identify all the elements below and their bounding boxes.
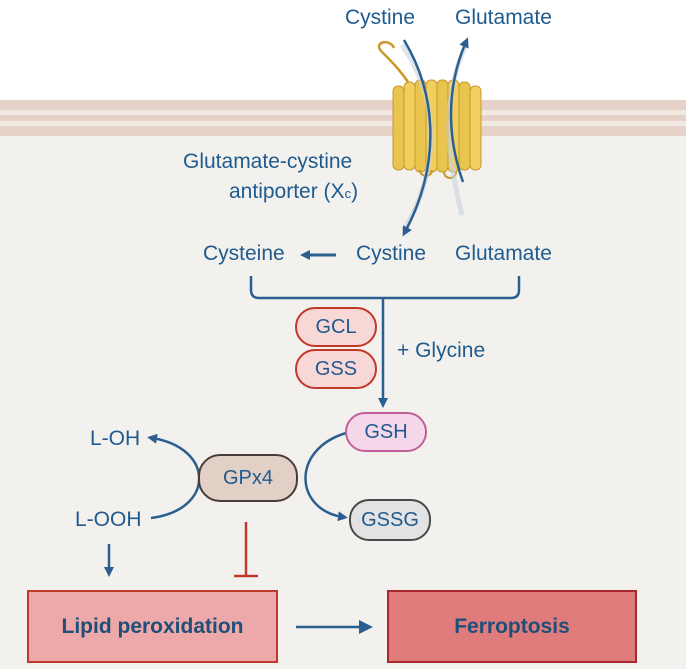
cysteine-label: Cysteine <box>203 242 285 265</box>
cystine-intracellular-label: Cystine <box>356 242 427 265</box>
gsh-oxidation-arrow <box>304 431 348 522</box>
glutamate-intracellular-label: Glutamate <box>455 242 552 265</box>
l-oh-label: L-OH <box>90 427 141 450</box>
l-ooh-label: L-OOH <box>75 508 142 531</box>
inhibition-mark <box>234 522 258 578</box>
gpx4-enzyme: GPx4 <box>198 454 298 502</box>
substrate-bracket <box>249 276 521 300</box>
antiporter-transporter <box>377 40 482 179</box>
ferroptosis-box: Ferroptosis <box>387 590 637 663</box>
lipid-peroxidation-box: Lipid peroxidation <box>27 590 278 663</box>
gss-enzyme: GSS <box>295 349 377 389</box>
glutamate-export-arrow <box>449 37 469 183</box>
cytoplasm-region <box>0 120 686 669</box>
cystine-extracellular-label: Cystine <box>345 6 416 29</box>
gsh-molecule: GSH <box>345 412 427 452</box>
antiporter-label-line1: Glutamate-cystine <box>183 150 353 173</box>
cell-membrane <box>0 100 686 136</box>
gcl-enzyme: GCL <box>295 307 377 347</box>
glycine-label: + Glycine <box>397 339 486 362</box>
glutamate-extracellular-label: Glutamate <box>455 6 552 29</box>
antiporter-label-line2: antiporter (Xc) <box>229 180 359 203</box>
cystine-import-arrow <box>402 39 432 237</box>
gssg-molecule: GSSG <box>349 499 431 541</box>
